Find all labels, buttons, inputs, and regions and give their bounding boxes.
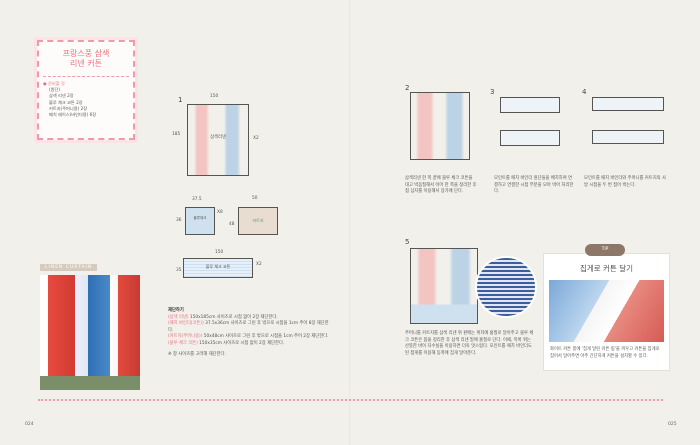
note: ※ 창 사이즈를 고려해 재단한다. [168,351,226,357]
tip-title: 집게로 커튼 달기 [579,264,634,273]
count: X8 [217,210,223,215]
step-number: 4 [582,88,587,96]
check-cotton-diagram: 블루 체크 코튼 [183,258,253,278]
gingham-detail-photo [475,256,537,318]
tip-photo [549,280,664,342]
step5-text: 주머니를 커트지를 삼색 리넨 위 판매는 위치에 홈질로 달아주고 블루 체크… [405,331,534,356]
dim-height: 36 [176,218,182,223]
step2-text: 삼색리넨 한 쪽 끝에 블루 체크 코튼을 대고 박음질해서 이어 한 쪽을 정… [405,176,477,195]
step-number: 5 [405,238,410,246]
page-gutter [349,0,351,445]
diagram-label: 삼색리넨 [210,135,226,140]
photo-label: LINEN CURTAIN [40,264,98,271]
step4-sketch-top [592,97,664,111]
dim-height: 185 [172,132,181,137]
dim-height: 48 [229,222,235,227]
dim-height: 35 [176,268,182,273]
linen-diagram: 삼색리넨 [187,104,249,176]
materials-heading: ● 준비할 것 [43,81,65,86]
page-number-right: 025 [668,422,677,427]
count: X2 [253,136,259,141]
patch-diagram: 블루체크 [185,207,215,235]
pocket-diagram: 커트지 [238,207,278,235]
cutting-instructions: 재단하기 (삼색 리넨) 150x185cm 사이즈로 시접 없이 2장 재단한… [168,308,333,358]
step-number: 3 [490,88,495,96]
tip-badge: TIP [585,244,625,256]
dim-width: 50 [252,196,258,201]
material-item: 패치 레이스(바인더용) 6장 [49,112,97,118]
material-item: 삼색 리넨 2장 [49,93,74,99]
cutting-item: (삼색 리넨) 150x185cm 사이즈로 시접 없이 2장 재단한다. [168,314,278,320]
step3-sketch-top [500,97,560,113]
dim-width: 150 [210,94,219,99]
dim-width: 150 [215,250,224,255]
divider [43,76,129,77]
step-number: 2 [405,84,410,92]
step3-text: 모인트를 패치 바인더 원단들을 배치하여 연결하고 연결한 시접 부분을 모아… [494,176,574,195]
tip-text: 화이트 커튼 봉에 '집게 달린 커튼 링'을 끼우고 커튼을 집게로 집어서 … [550,347,660,359]
page-number-left: 024 [25,422,34,427]
cutting-item: (블루 체크 코튼) 150x35cm 사이즈로 시접 없이 2장 재단한다. [168,340,285,346]
materials-list: ● 준비할 것 (원단) 삼색 리넨 2장 블루 체크 코튼 2장 커트지(주머… [39,81,133,118]
dim-width: 37.5 [192,197,202,202]
title-line: 프랑스풍 삼색 [62,49,110,58]
step4-text: 모인트를 패치 바인더와 주머니를 커트지의 사방 시접을 두 번 접어 박는다… [584,176,666,188]
material-item: 커트지(주머니용) 2장 [49,105,88,111]
title-line: 리넨 커튼 [70,59,102,68]
step3-sketch-bottom [500,130,560,146]
curtain-photo [40,275,140,390]
step-number: 1 [178,96,183,104]
count: X2 [256,262,262,267]
cutting-item: (커트지(주머니용)) 50x48cm 사이즈로 그린 후 밖으로 시접을 1c… [168,334,329,340]
step5-sketch [410,248,478,324]
material-item: (원단) [49,87,60,93]
cutting-item: (패치 바인더(코튼)) 37.5x36cm 사이즈로 그린 후 밖으로 시접을… [168,321,329,333]
tip-box: 집게로 커튼 달기 화이트 커튼 봉에 '집게 달린 커튼 링'을 끼우고 커튼… [543,253,670,371]
cutting-heading: 재단하기 [168,308,184,313]
step4-sketch-bottom [592,130,664,144]
material-item: 블루 체크 코튼 2장 [49,99,83,105]
bottom-divider [38,399,663,401]
step2-sketch [410,92,470,160]
